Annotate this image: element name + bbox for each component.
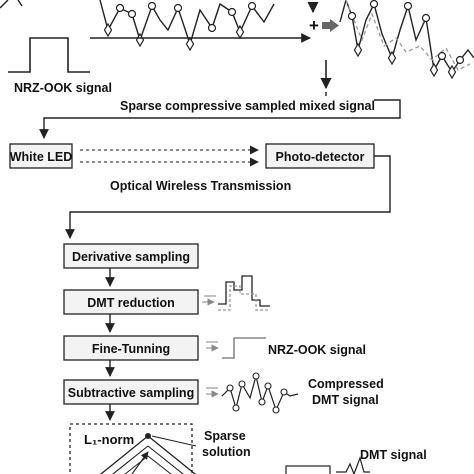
mixed-to-led-line [44,92,401,138]
l1-norm-region [69,423,197,474]
fine-tuning-box: Fine-Tunning [63,335,199,361]
svg-text:Subtractive sampling: Subtractive sampling [68,386,194,400]
compressed-label-2: DMT signal [312,393,379,407]
svg-text:DMT reduction: DMT reduction [87,296,175,310]
detector-to-processing-line [65,155,391,239]
nrz-ook-label-top: NRZ-OOK signal [14,81,112,95]
sparse-solution-label-2: solution [202,445,251,459]
svg-text:Photo-detector: Photo-detector [276,150,365,164]
l1-norm-label: L₁-norm [84,432,134,447]
subtractive-sampling-box: Subtractive sampling [63,379,199,405]
dmt-signal-label: DMT signal [360,448,427,462]
sparse-solution-label-1: Sparse [204,429,246,443]
photo-detector-box: Photo-detector [265,143,375,169]
subtractive-inset [206,372,299,414]
mixed-signal-waveform [339,0,474,80]
nrz-ook-label-out: NRZ-OOK signal [268,343,366,357]
compressed-label-1: Compressed [308,377,384,391]
svg-text:Derivative sampling: Derivative sampling [72,250,190,264]
svg-text:Fine-Tunning: Fine-Tunning [92,342,170,356]
white-led-box: White LED [9,143,73,169]
sparse-mixed-label: Sparse compressive sampled mixed signal [120,99,375,113]
dmt-reduction-box: DMT reduction [63,289,199,315]
dmt-waveform-top [0,0,275,52]
nrz-ook-pulse [8,37,90,73]
optical-wireless-label: Optical Wireless Transmission [110,179,291,193]
adder-symbol: + [307,1,339,35]
svg-text:+: + [309,16,319,35]
dmt-output-fragment [285,456,370,474]
fine-tuning-inset [206,337,266,359]
derivative-sampling-box: Derivative sampling [63,243,199,269]
svg-text:White LED: White LED [10,150,73,164]
dmt-reduction-inset [202,275,270,311]
